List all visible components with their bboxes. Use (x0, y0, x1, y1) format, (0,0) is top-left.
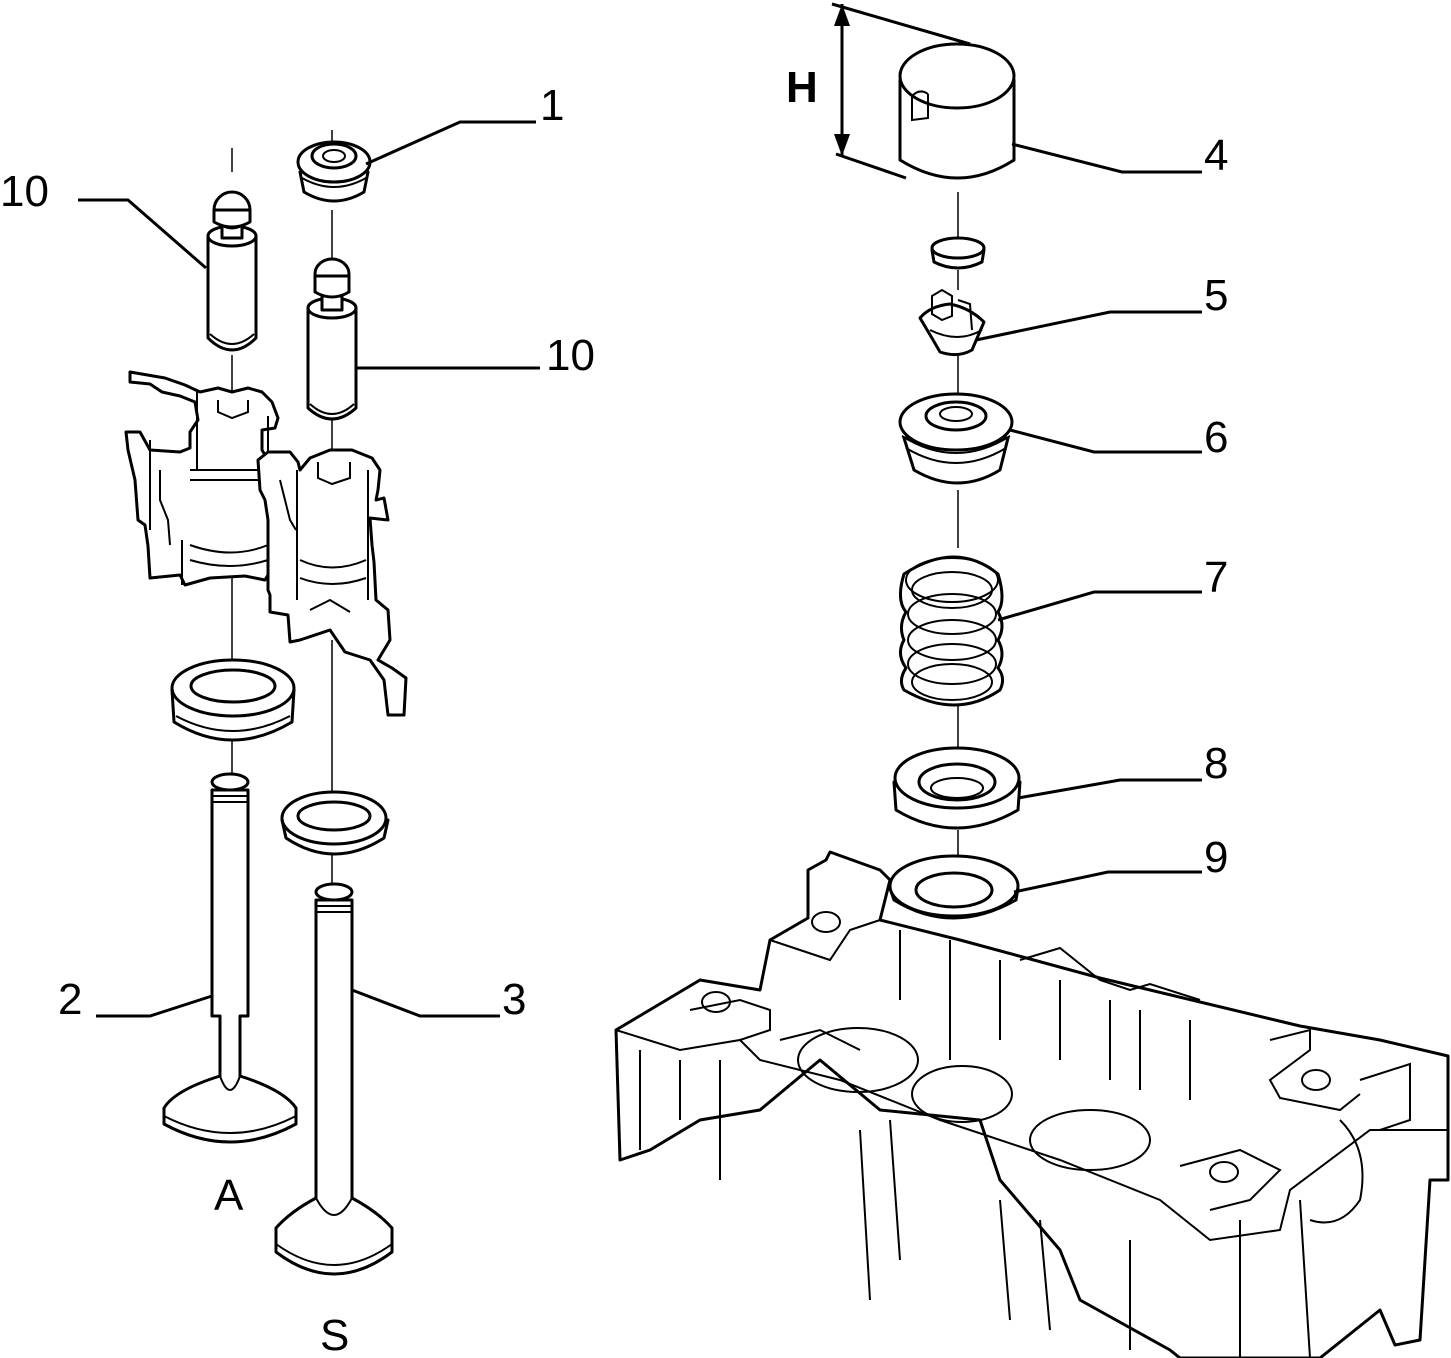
callout-2: 2 (58, 975, 82, 1024)
callout-7: 7 (1204, 553, 1228, 602)
spring-seat-washer-right (280, 790, 390, 856)
height-dimension (831, 2, 971, 180)
left-axis-lines (231, 130, 333, 890)
cylinder-head-block (614, 850, 1450, 1358)
callout-10-left: 10 (0, 167, 49, 216)
tappet-bucket (898, 42, 1016, 180)
callout-9: 9 (1204, 833, 1228, 882)
callout-6: 6 (1204, 413, 1228, 462)
valve-seal-cap (296, 140, 372, 203)
flat-washer (888, 854, 1020, 920)
valve-collets (918, 288, 986, 357)
valve-guide-right (306, 257, 358, 421)
shim-disc (930, 236, 986, 270)
callout-10-right: 10 (546, 331, 595, 380)
leader-lines (78, 120, 1202, 1018)
intake-valve (162, 772, 298, 1144)
callout-4: 4 (1204, 131, 1228, 180)
callout-labels: 1 10 10 2 3 4 5 6 7 8 9 A S H (0, 63, 1228, 1358)
exhaust-valve (274, 882, 394, 1276)
callout-3: 3 (502, 975, 526, 1024)
callout-1: 1 (540, 81, 564, 130)
callout-5: 5 (1204, 271, 1228, 320)
label-intake-a: A (214, 1171, 244, 1220)
callout-8: 8 (1204, 739, 1228, 788)
label-exhaust-s: S (320, 1311, 349, 1358)
valve-spring (899, 555, 1005, 707)
cylinder-head-section (124, 370, 408, 717)
label-height-h: H (786, 63, 818, 112)
lower-spring-seat (892, 746, 1022, 830)
spring-retainer (898, 392, 1014, 485)
spring-seat-washer-left (170, 658, 296, 742)
valve-guide-left (206, 190, 258, 352)
